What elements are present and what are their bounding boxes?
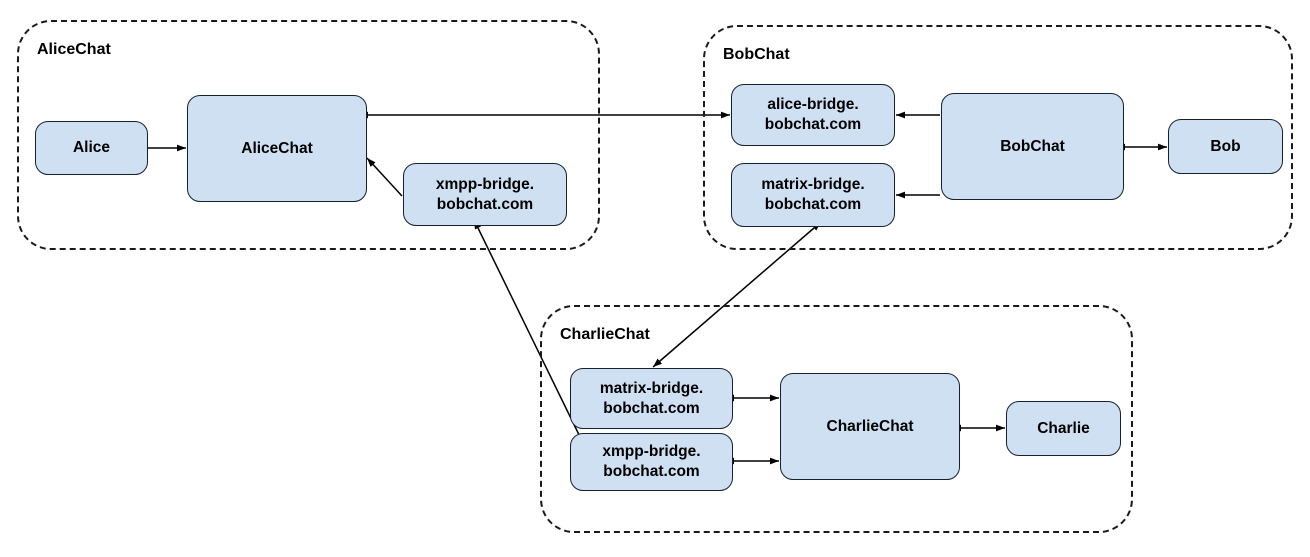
node-label: Bob [1210, 137, 1241, 155]
domain-label-bobchat: BobChat [723, 46, 790, 63]
node-label-line1: xmpp-bridge. [602, 443, 701, 461]
node-label: Charlie [1037, 419, 1090, 437]
node-alicechat[interactable]: AliceChat [187, 95, 367, 202]
node-label: matrix-bridge. bobchat.com [600, 379, 703, 419]
node-label: xmpp-bridge. bobchat.com [436, 175, 534, 215]
domain-label-alicechat: AliceChat [37, 41, 111, 58]
node-bob-alice-bridge[interactable]: alice-bridge. bobchat.com [731, 84, 895, 146]
edge-alice-xmpp-to-charlie-xmpp [474, 219, 584, 444]
domain-label-charliechat: CharlieChat [560, 326, 650, 343]
node-alice-xmpp-bridge[interactable]: xmpp-bridge. bobchat.com [403, 163, 567, 226]
node-label-line1: matrix-bridge. [761, 176, 865, 194]
domain-container-alicechat [17, 20, 600, 250]
node-label-line2: bobchat.com [603, 399, 700, 417]
node-label-line2: bobchat.com [764, 116, 862, 133]
node-label: matrix-bridge. bobchat.com [761, 175, 864, 215]
node-label-line1: matrix-bridge. [599, 379, 704, 397]
node-charlie-matrix-bridge[interactable]: matrix-bridge. bobchat.com [570, 368, 733, 429]
node-label-line2: bobchat.com [603, 463, 700, 480]
node-alice[interactable]: Alice [35, 121, 148, 175]
node-bob-matrix-bridge[interactable]: matrix-bridge. bobchat.com [731, 163, 895, 227]
edge-bob-matrixbridge-to-charlie-matrix [652, 222, 821, 368]
node-bob[interactable]: Bob [1168, 119, 1283, 174]
node-label: BobChat [1000, 137, 1065, 155]
domain-container-bobchat [703, 25, 1293, 250]
node-label-line2: bobchat.com [436, 195, 534, 213]
node-charlie[interactable]: Charlie [1006, 401, 1121, 456]
node-label: alice-bridge. bobchat.com [765, 95, 861, 135]
node-label: AliceChat [241, 139, 313, 157]
node-label: CharlieChat [826, 417, 914, 435]
node-label-line1: alice-bridge. [767, 96, 859, 114]
node-bobchat[interactable]: BobChat [941, 93, 1124, 200]
node-charliechat[interactable]: CharlieChat [780, 373, 960, 480]
node-charlie-xmpp-bridge[interactable]: xmpp-bridge. bobchat.com [570, 433, 733, 491]
node-label-line1: xmpp-bridge. [435, 175, 535, 193]
node-label: xmpp-bridge. bobchat.com [602, 442, 700, 482]
edge-group [139, 111, 1167, 465]
edge-alicechat-to-alice-xmpp [366, 157, 403, 197]
node-label-line2: bobchat.com [764, 196, 862, 213]
node-label: Alice [72, 139, 111, 157]
